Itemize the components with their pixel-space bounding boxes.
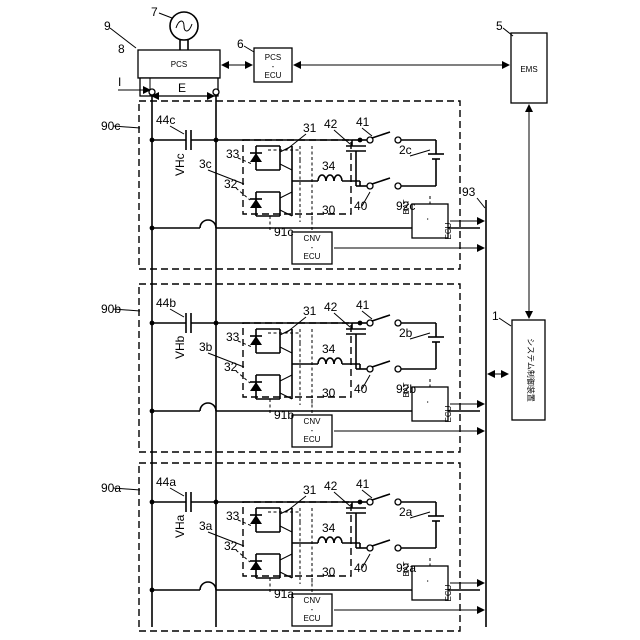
capacitor-label: 44b — [156, 296, 176, 310]
cnv-ecu-text: ECU — [304, 614, 321, 623]
unit-90b: 90b44bVHb3b2bBAT-ECU92bCNV-ECU91b3142413… — [101, 284, 484, 452]
pcs-ecu-line1: PCS — [265, 53, 281, 62]
label-34: 34 — [322, 521, 336, 535]
label-42: 42 — [324, 117, 338, 131]
label-41: 41 — [356, 477, 370, 491]
bat-ecu-label: 92b — [396, 382, 416, 396]
label-40: 40 — [354, 199, 368, 213]
label-6: 6 — [237, 37, 244, 51]
pcs-ecu-line3: ECU — [265, 71, 282, 80]
label-7: 7 — [151, 5, 158, 19]
bat-ecu-text: ECU — [444, 405, 453, 422]
cnv-ecu-label: 91a — [274, 587, 294, 601]
battery-label: 2b — [399, 326, 413, 340]
vh-label: VHa — [173, 514, 187, 538]
label-42: 42 — [324, 479, 338, 493]
current-label: I — [118, 75, 121, 89]
cnv-ecu-text: CNV — [304, 234, 322, 243]
bat-ecu-label: 92c — [396, 199, 415, 213]
label-41: 41 — [356, 298, 370, 312]
label-31: 31 — [303, 304, 317, 318]
label-31: 31 — [303, 483, 317, 497]
label-32: 32 — [224, 177, 238, 191]
bat-ecu-text: ECU — [444, 584, 453, 601]
vh-label: VHc — [173, 153, 187, 176]
lower-diode — [250, 382, 262, 391]
cnv-ecu-text: CNV — [304, 417, 322, 426]
label-33: 33 — [226, 509, 240, 523]
bat-ecu-text: ECU — [444, 222, 453, 239]
vh-label: VHb — [173, 335, 187, 359]
pcs-label: PCS — [171, 60, 187, 69]
cnv-ecu-text: - — [311, 426, 314, 435]
capacitor-label: 44c — [156, 113, 175, 127]
upper-diode — [250, 515, 262, 524]
label-5: 5 — [496, 19, 503, 33]
upper-diode — [250, 153, 262, 162]
label-8: 8 — [118, 42, 125, 56]
capacitor-label: 44a — [156, 475, 176, 489]
ems-label: EMS — [520, 65, 537, 74]
label-40: 40 — [354, 561, 368, 575]
bat-ecu-text: - — [423, 400, 432, 403]
system-controller-label: システム制御装置 — [526, 338, 536, 402]
pcs-ecu-line2: - — [272, 62, 275, 71]
converter-label: 3c — [199, 157, 212, 171]
label-32: 32 — [224, 360, 238, 374]
label-32: 32 — [224, 539, 238, 553]
label-30: 30 — [322, 203, 336, 217]
label-30: 30 — [322, 565, 336, 579]
bat-ecu-text: - — [423, 217, 432, 220]
label-41: 41 — [356, 115, 370, 129]
lower-diode — [250, 561, 262, 570]
unit-90a: 90a44aVHa3a2aBAT-ECU92aCNV-ECU91a3142413… — [101, 463, 484, 631]
label-30: 30 — [322, 386, 336, 400]
cnv-ecu-text: ECU — [304, 435, 321, 444]
unit-90c: 90c44cVHc3c2cBAT-ECU92cCNV-ECU91c3142413… — [101, 101, 484, 269]
cnv-ecu-text: - — [311, 605, 314, 614]
voltage-label: E — [178, 81, 186, 95]
converter-label: 3b — [199, 340, 213, 354]
battery-label: 2a — [399, 505, 413, 519]
label-31: 31 — [303, 121, 317, 135]
battery-label: 2c — [399, 143, 412, 157]
bat-ecu-text: - — [423, 579, 432, 582]
label-1: 1 — [492, 309, 499, 323]
cnv-ecu-text: CNV — [304, 596, 322, 605]
generator-symbol — [170, 12, 198, 50]
label-9: 9 — [104, 19, 111, 33]
converter-label: 3a — [199, 519, 213, 533]
label-42: 42 — [324, 300, 338, 314]
cnv-ecu-label: 91b — [274, 408, 294, 422]
label-93: 93 — [462, 185, 476, 199]
upper-diode — [250, 336, 262, 345]
lower-diode — [250, 199, 262, 208]
label-34: 34 — [322, 159, 336, 173]
cnv-ecu-label: 91c — [274, 225, 293, 239]
battery-units: 90c44cVHc3c2cBAT-ECU92cCNV-ECU91c3142413… — [101, 101, 484, 631]
label-33: 33 — [226, 147, 240, 161]
cnv-ecu-text: - — [311, 243, 314, 252]
label-33: 33 — [226, 330, 240, 344]
label-34: 34 — [322, 342, 336, 356]
cnv-ecu-text: ECU — [304, 252, 321, 261]
label-40: 40 — [354, 382, 368, 396]
bat-ecu-label: 92a — [396, 561, 416, 575]
